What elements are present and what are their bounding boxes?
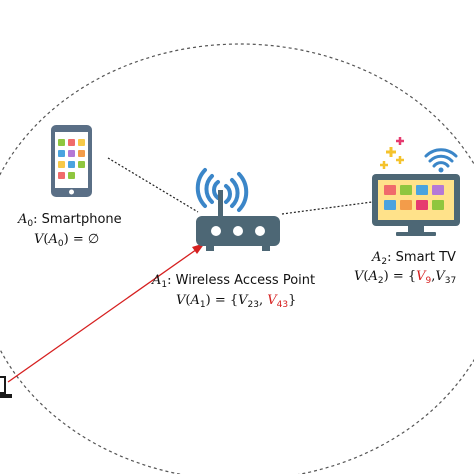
router-icon bbox=[196, 190, 280, 251]
comma: , bbox=[431, 269, 436, 284]
arg-symbol: A bbox=[190, 293, 200, 308]
rbrace: } bbox=[288, 293, 297, 308]
node-index: 2 bbox=[381, 257, 388, 267]
node-index: 0 bbox=[27, 219, 34, 229]
node-index: 1 bbox=[161, 280, 168, 290]
equals: = bbox=[392, 269, 404, 284]
node-name: Smart TV bbox=[395, 250, 456, 265]
vuln-item-index: 23 bbox=[247, 300, 259, 310]
equals: = bbox=[214, 293, 226, 308]
colon: : bbox=[33, 212, 38, 227]
node-symbol: A bbox=[18, 212, 28, 227]
lparen: ( bbox=[363, 269, 369, 284]
highlighted-vuln-symbol: V bbox=[416, 269, 426, 284]
highlighted-vuln-symbol: V bbox=[267, 293, 277, 308]
lparen: ( bbox=[43, 232, 49, 247]
rparen: ) bbox=[205, 293, 211, 308]
vuln-item-symbol: V bbox=[238, 293, 248, 308]
tv-name-label: A2: Smart TV bbox=[372, 250, 456, 270]
attack-arrow bbox=[7, 246, 201, 383]
laptop-icon bbox=[0, 376, 12, 398]
smartphone-vuln-label: V(A0) = ∅ bbox=[34, 232, 99, 252]
comma: , bbox=[258, 293, 264, 308]
lparen: ( bbox=[185, 293, 191, 308]
arg-symbol: A bbox=[48, 232, 58, 247]
lbrace: { bbox=[407, 269, 417, 284]
node-symbol: A bbox=[372, 250, 382, 265]
colon: : bbox=[387, 250, 392, 265]
wifi-signal-icon bbox=[195, 168, 249, 212]
arg-index: 1 bbox=[199, 300, 206, 310]
vuln-func: V bbox=[34, 232, 44, 247]
rparen: ) bbox=[383, 269, 389, 284]
highlighted-vuln-index: 43 bbox=[276, 300, 289, 310]
vuln-item-symbol: V bbox=[435, 269, 445, 284]
link-smartphone-router bbox=[107, 157, 199, 213]
smart-tv-icon bbox=[372, 137, 460, 236]
arg-symbol: A bbox=[368, 269, 378, 284]
smartphone-icon bbox=[51, 125, 92, 197]
link-router-tv bbox=[281, 201, 373, 215]
router-vuln-label: V(A1) = {V23, V43} bbox=[176, 293, 296, 313]
empty-set: ∅ bbox=[87, 232, 100, 247]
smartphone-name-label: A0: Smartphone bbox=[18, 212, 122, 232]
node-name: Wireless Access Point bbox=[175, 273, 316, 288]
tv-vuln-label: V(A2) = {V9,V37 bbox=[354, 269, 456, 289]
vuln-item-index: 37 bbox=[444, 276, 457, 286]
lbrace: { bbox=[229, 293, 239, 308]
vuln-func: V bbox=[354, 269, 364, 284]
rparen: ) bbox=[63, 232, 69, 247]
colon: : bbox=[167, 273, 172, 288]
router-name-label: A1: Wireless Access Point bbox=[152, 273, 315, 293]
arg-index: 2 bbox=[377, 276, 384, 286]
node-name: Smartphone bbox=[41, 212, 122, 227]
equals: = bbox=[72, 232, 84, 247]
node-symbol: A bbox=[152, 273, 162, 288]
highlighted-vuln-index: 9 bbox=[425, 276, 432, 286]
vuln-func: V bbox=[176, 293, 186, 308]
arg-index: 0 bbox=[57, 239, 64, 249]
